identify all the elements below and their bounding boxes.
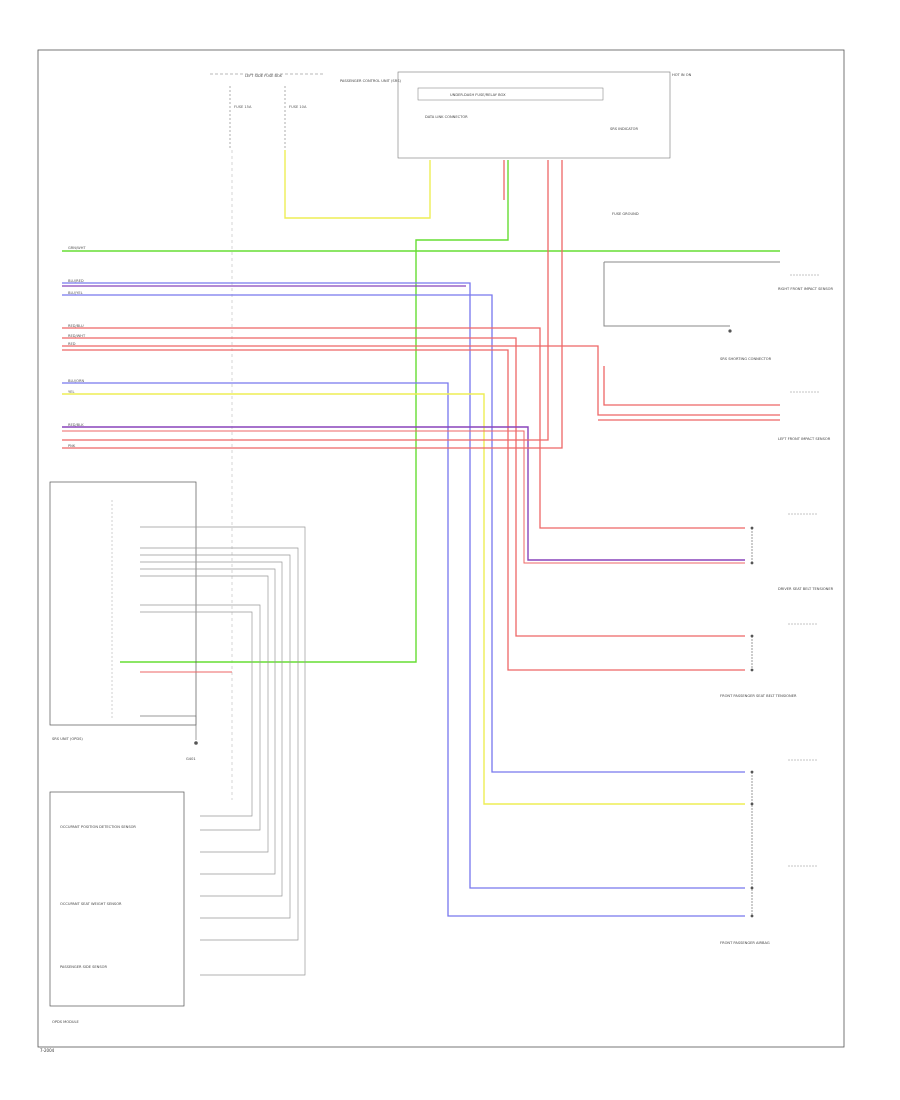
wire-purple-lower: RED/BLK PNK bbox=[62, 160, 745, 564]
srs-shorting-connector: SRS SHORTING CONNECTOR bbox=[720, 329, 772, 361]
svg-text:UNDER-DASH FUSE/RELAY BOX: UNDER-DASH FUSE/RELAY BOX bbox=[450, 93, 506, 97]
svg-text:LEFT FRONT IMPACT SENSOR: LEFT FRONT IMPACT SENSOR bbox=[778, 437, 831, 441]
svg-text:SRS UNIT (OPDS): SRS UNIT (OPDS) bbox=[52, 737, 83, 741]
wire-yellow-loop bbox=[284, 150, 431, 219]
svg-text:G401: G401 bbox=[186, 757, 196, 761]
svg-text:OCCUPANT SEAT WEIGHT SENSOR: OCCUPANT SEAT WEIGHT SENSOR bbox=[60, 902, 122, 906]
hot-label: HOT IN ON bbox=[672, 73, 692, 77]
wire-green: GRN/WHT bbox=[62, 246, 780, 252]
front-passenger-seat-belt-tensioner: FRONT PASSENGER SEAT BELT TENSIONER bbox=[720, 623, 818, 698]
wire-green-drop bbox=[120, 160, 509, 663]
right-gray-routing bbox=[598, 261, 780, 421]
page-code: 7-2004 bbox=[40, 1048, 55, 1053]
svg-text:DATA LINK CONNECTOR: DATA LINK CONNECTOR bbox=[425, 115, 468, 119]
svg-text:FUSE 15A: FUSE 15A bbox=[234, 105, 252, 109]
svg-text:FUSE GROUND: FUSE GROUND bbox=[612, 212, 639, 216]
under-dash-box: UNDER-DASH FUSE/RELAY BOX DATA LINK CONN… bbox=[397, 71, 671, 159]
svg-text:GRN/WHT: GRN/WHT bbox=[68, 246, 86, 250]
opds-module: OCCUPANT POSITION DETECTION SENSOR OCCUP… bbox=[49, 791, 185, 1024]
left-front-impact-sensor: LEFT FRONT IMPACT SENSOR bbox=[778, 391, 831, 441]
svg-text:OCCUPANT POSITION DETECTION SE: OCCUPANT POSITION DETECTION SENSOR bbox=[60, 825, 136, 829]
driver-seat-belt-tensioner: DRIVER SEAT BELT TENSIONER bbox=[750, 513, 834, 591]
svg-text:SRS SHORTING CONNECTOR: SRS SHORTING CONNECTOR bbox=[720, 357, 772, 361]
svg-text:FRONT PASSENGER SEAT BELT TENS: FRONT PASSENGER SEAT BELT TENSIONER bbox=[720, 694, 797, 698]
diagram-frame bbox=[37, 49, 845, 1048]
wire-red-rows: RED/BLU RED/WHT RED bbox=[62, 324, 780, 671]
svg-text:RED/BLU: RED/BLU bbox=[68, 324, 84, 328]
svg-text:YEL: YEL bbox=[68, 390, 74, 394]
passenger-control-label: PASSENGER CONTROL UNIT (SRS) bbox=[340, 79, 401, 83]
svg-text:PASSENGER SIDE SENSOR: PASSENGER SIDE SENSOR bbox=[60, 965, 107, 969]
front-passenger-airbag: FRONT PASSENGER AIRBAG bbox=[720, 759, 818, 945]
srs-gray-wires bbox=[140, 526, 306, 976]
wire-blue-row: BLU/YEL bbox=[62, 291, 745, 773]
svg-text:RIGHT FRONT IMPACT SENSOR: RIGHT FRONT IMPACT SENSOR bbox=[778, 287, 833, 291]
svg-text:RED/BLK: RED/BLK bbox=[68, 423, 84, 427]
svg-text:PNK: PNK bbox=[68, 444, 76, 448]
srs-ground-wire bbox=[140, 715, 197, 740]
svg-text:HOT IN ON: HOT IN ON bbox=[672, 73, 692, 77]
svg-text:SRS INDICATOR: SRS INDICATOR bbox=[610, 127, 638, 131]
svg-text:BLU/RED: BLU/RED bbox=[68, 279, 84, 283]
svg-text:FUSE 10A: FUSE 10A bbox=[289, 105, 307, 109]
svg-text:BLU/ORN: BLU/ORN bbox=[68, 379, 84, 383]
right-front-impact-sensor: RIGHT FRONT IMPACT SENSOR bbox=[778, 274, 833, 291]
svg-text:PASSENGER CONTROL UNIT (SRS): PASSENGER CONTROL UNIT (SRS) bbox=[340, 79, 401, 83]
wire-blue-yellow: BLU/ORN YEL bbox=[62, 379, 745, 917]
svg-text:LEFT SIDE FUSE BOX: LEFT SIDE FUSE BOX bbox=[245, 74, 283, 78]
svg-text:RED: RED bbox=[68, 342, 76, 346]
fuse-box: LEFT SIDE FUSE BOX FUSE 15A FUSE 10A bbox=[210, 73, 325, 150]
ground-main: G401 bbox=[186, 741, 198, 761]
svg-text:RED/WHT: RED/WHT bbox=[68, 334, 86, 338]
wire-purple-top: BLU/RED bbox=[62, 279, 745, 889]
svg-text:DRIVER SEAT BELT TENSIONER: DRIVER SEAT BELT TENSIONER bbox=[778, 587, 834, 591]
svg-text:BLU/YEL: BLU/YEL bbox=[68, 291, 83, 295]
srs-unit: SRS UNIT (OPDS) bbox=[49, 481, 197, 741]
svg-text:FRONT PASSENGER AIRBAG: FRONT PASSENGER AIRBAG bbox=[720, 941, 770, 945]
svg-text:OPDS MODULE: OPDS MODULE bbox=[52, 1020, 80, 1024]
ground-label-top: FUSE GROUND bbox=[612, 212, 639, 216]
